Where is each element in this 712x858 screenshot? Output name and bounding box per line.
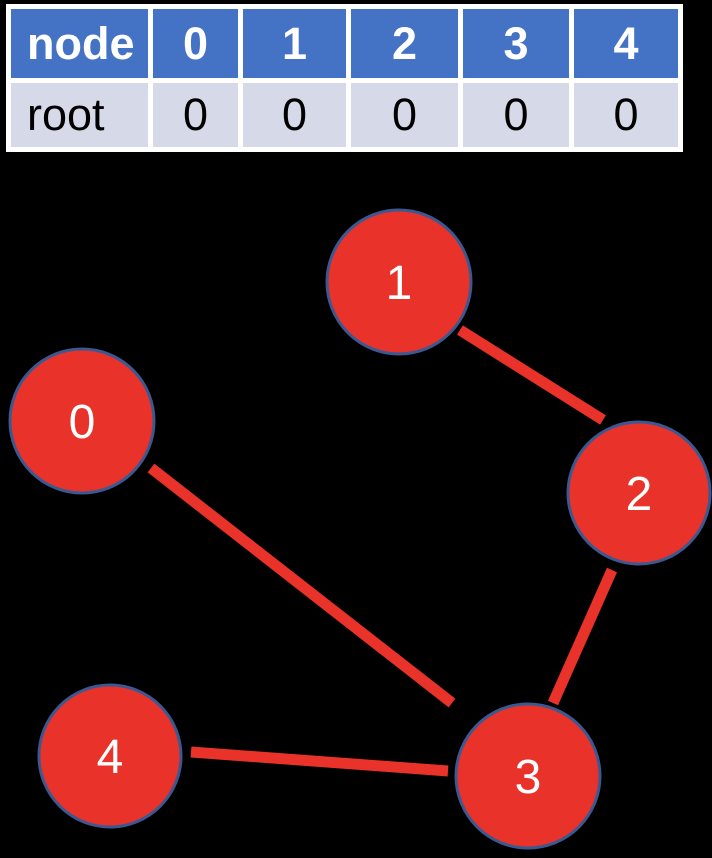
- graph-edge-4-3: [190, 746, 449, 777]
- table-header-row: node 0 1 2 3 4: [11, 9, 678, 78]
- graph-node-3: [454, 702, 602, 850]
- table-header-col-2: 2: [351, 9, 458, 78]
- table-header-col-1: 1: [243, 9, 346, 78]
- graph-node-label-4: 4: [97, 731, 124, 784]
- graph-node-label-3: 3: [515, 751, 542, 804]
- table-root-row: root 0 0 0 0 0: [11, 83, 678, 147]
- table-root-value-1: 0: [243, 83, 346, 147]
- table-header-col-3: 3: [463, 9, 569, 78]
- graph-node-4: [37, 683, 183, 829]
- graph-node-2: [566, 420, 712, 566]
- graph-edge-1-2: [457, 325, 606, 425]
- table-root-value-0: 0: [153, 83, 238, 147]
- graph-edge-2-3: [547, 567, 618, 706]
- table-header-label: node: [11, 9, 148, 78]
- graph-node-0: [8, 347, 156, 495]
- table-header-col-4: 4: [574, 9, 678, 78]
- graph-node-1: [325, 208, 473, 356]
- table-root-value-3: 0: [463, 83, 569, 147]
- table-root-label: root: [11, 83, 148, 147]
- graph-node-label-1: 1: [386, 257, 413, 310]
- graph-node-label-0: 0: [69, 396, 96, 449]
- node-root-table: node 0 1 2 3 4 root 0 0 0 0 0: [6, 4, 683, 152]
- table-header-col-0: 0: [153, 9, 238, 78]
- table-root-value-4: 0: [574, 83, 678, 147]
- graph-edge-0-3: [147, 463, 456, 708]
- table-root-value-2: 0: [351, 83, 458, 147]
- graph-node-label-2: 2: [626, 468, 653, 521]
